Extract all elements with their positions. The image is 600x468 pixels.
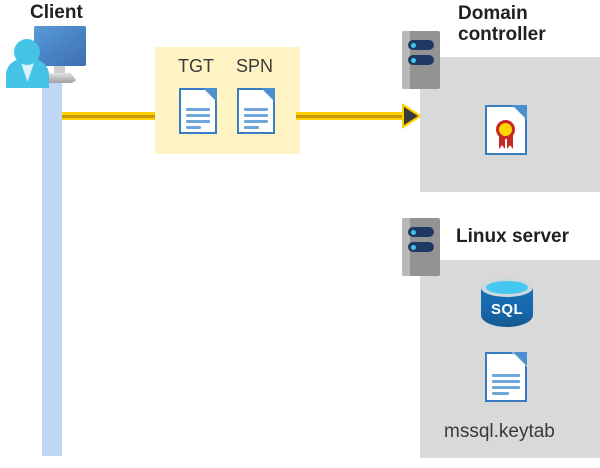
server-front-edge xyxy=(402,218,410,276)
sql-database-icon: SQL xyxy=(481,278,533,333)
person-head xyxy=(14,39,40,65)
server-led-bar xyxy=(408,242,434,252)
linux-server-title: Linux server xyxy=(456,226,569,247)
tgt-label: TGT xyxy=(178,56,214,76)
spn-label: SPN xyxy=(236,56,274,76)
certificate-body xyxy=(485,105,527,155)
document-icon xyxy=(179,88,217,134)
server-led-bar xyxy=(408,55,434,65)
monitor-neck xyxy=(54,66,65,75)
server-icon xyxy=(402,218,440,276)
domain-controller-title: Domain controller xyxy=(458,3,546,46)
document-body xyxy=(179,88,217,134)
document-icon xyxy=(485,352,527,402)
certificate-icon xyxy=(485,105,527,155)
document-icon xyxy=(237,88,275,134)
certificate-ribbon-right xyxy=(507,135,513,149)
document-text-lines xyxy=(186,108,210,132)
database-cylinder-top xyxy=(481,278,533,297)
monitor-base xyxy=(42,73,78,83)
sql-badge-label: SQL xyxy=(490,301,524,318)
packet-to-domain-controller-arrow-segment xyxy=(296,112,408,120)
client-to-packet-arrow-segment xyxy=(62,112,158,120)
user-at-computer-icon xyxy=(6,26,92,88)
monitor-screen xyxy=(34,26,86,66)
document-text-lines xyxy=(492,374,520,398)
keytab-file-label: mssql.keytab xyxy=(444,421,555,442)
database-cylinder-top-inner xyxy=(486,281,528,294)
client-lifeline-bar xyxy=(42,78,62,456)
server-front-edge xyxy=(402,31,410,89)
client-title: Client xyxy=(30,2,83,23)
arrow-head-icon xyxy=(404,107,418,125)
document-text-lines xyxy=(244,108,268,132)
certificate-seal xyxy=(496,120,515,139)
server-led-bar xyxy=(408,227,434,237)
server-led-bar xyxy=(408,40,434,50)
server-icon xyxy=(402,31,440,89)
certificate-ribbon-left xyxy=(499,135,505,149)
kerberos-packet-box xyxy=(155,47,300,154)
